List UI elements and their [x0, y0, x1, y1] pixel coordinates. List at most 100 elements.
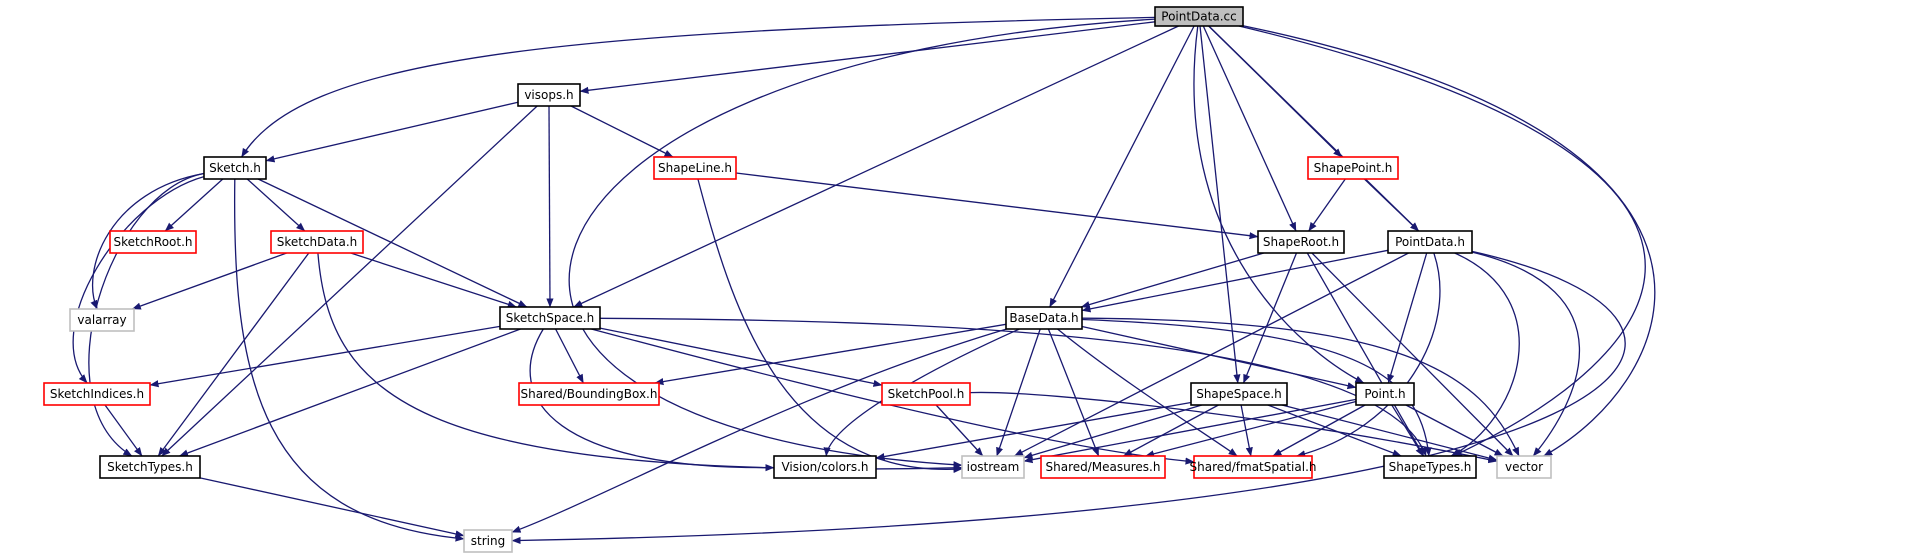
edge-sketch-h-to-sketchdata-h	[246, 178, 306, 232]
edge-sketchspace-h-to-sketchpool-h	[599, 327, 883, 387]
node-label: SketchData.h	[277, 235, 358, 249]
node-pointdata-cc[interactable]: PointData.cc	[1154, 6, 1244, 27]
edges	[72, 16, 1656, 545]
node-pointdata-h[interactable]: PointData.h	[1387, 230, 1473, 254]
node-box	[109, 230, 197, 254]
edge-shapeline-h-to-shaperoot-h	[735, 172, 1259, 240]
node-box	[463, 529, 513, 553]
node-box	[1257, 230, 1345, 254]
edge-shapespace-h-to-vector	[1281, 404, 1498, 462]
node-visops-h[interactable]: visops.h	[517, 83, 581, 107]
node-label: ShapeSpace.h	[1196, 387, 1282, 401]
edge-pointdata-cc-to-shapetypes-h	[1238, 25, 1646, 457]
edge-point-h-to-fmatspatial-h	[1272, 404, 1366, 457]
edge-pointdata-h-to-point-h	[1387, 252, 1428, 384]
node-label: valarray	[77, 313, 126, 327]
node-box	[1496, 455, 1552, 479]
node-sketchdata-h[interactable]: SketchData.h	[270, 230, 364, 254]
node-sketch-h[interactable]: Sketch.h	[203, 156, 267, 180]
edge-visops-h-to-shapeline-h	[570, 105, 674, 158]
node-shapespace-h[interactable]: ShapeSpace.h	[1190, 382, 1288, 406]
edge-pointdata-h-to-fmatspatial-h	[1296, 252, 1441, 458]
edge-shaperoot-h-to-vector	[1311, 252, 1514, 457]
edge-shaperoot-h-to-shapespace-h	[1242, 252, 1298, 384]
edge-point-h-to-vector	[1405, 404, 1504, 457]
node-fmatspatial-h[interactable]: Shared/fmatSpatial.h	[1190, 455, 1317, 479]
edge-pointdata-h-to-iostream	[1013, 252, 1409, 457]
node-label: SketchTypes.h	[107, 460, 193, 474]
node-label: SketchSpace.h	[506, 311, 594, 325]
node-colors-h[interactable]: Vision/colors.h	[773, 455, 877, 479]
edge-sketchpool-h-to-vector	[969, 391, 1498, 464]
edge-basedata-h-to-boundingbox-h	[654, 323, 1007, 386]
edge-point-h-to-shapetypes-h	[1391, 404, 1424, 457]
edge-basedata-h-to-string	[511, 328, 1007, 533]
edge-shaperoot-h-to-shapetypes-h	[1306, 252, 1425, 457]
edge-pointdata-cc-to-point-h	[1193, 25, 1365, 384]
edge-point-h-to-iostream	[1023, 398, 1357, 464]
node-box	[499, 306, 601, 330]
node-sketchpool-h[interactable]: SketchPool.h	[881, 382, 971, 406]
node-sketchindices-h[interactable]: SketchIndices.h	[43, 382, 151, 406]
node-box	[203, 156, 267, 180]
node-box	[1387, 230, 1473, 254]
edge-sketchspace-h-to-shapetypes-h	[599, 317, 1427, 457]
node-label: ShapeLine.h	[658, 161, 732, 175]
node-iostream: iostream	[961, 455, 1025, 479]
node-basedata-h[interactable]: BaseData.h	[1005, 306, 1083, 330]
node-measures-h[interactable]: Shared/Measures.h	[1040, 455, 1166, 479]
edge-sketch-h-to-sketchroot-h	[164, 178, 224, 232]
node-box	[270, 230, 364, 254]
node-point-h[interactable]: Point.h	[1355, 382, 1415, 406]
edge-basedata-h-to-shapetypes-h	[1081, 318, 1432, 457]
node-label: Shared/Measures.h	[1046, 460, 1161, 474]
node-box	[1383, 455, 1477, 479]
node-label: Shared/fmatSpatial.h	[1190, 460, 1317, 474]
node-box	[517, 83, 581, 107]
node-sketchroot-h[interactable]: SketchRoot.h	[109, 230, 197, 254]
node-shapeline-h[interactable]: ShapeLine.h	[653, 156, 737, 180]
node-label: Shared/BoundingBox.h	[521, 387, 658, 401]
edge-sketchindices-h-to-sketchtypes-h	[104, 404, 143, 457]
node-shapetypes-h[interactable]: ShapeTypes.h	[1383, 455, 1477, 479]
edge-visops-h-to-sketch-h	[265, 101, 519, 163]
edge-shapeline-h-to-iostream	[697, 178, 963, 474]
node-shapepoint-h[interactable]: ShapePoint.h	[1307, 156, 1399, 180]
edge-sketchspace-h-to-colors-h	[529, 328, 775, 472]
edge-sketchdata-h-to-sketchspace-h	[350, 252, 517, 308]
edge-pointdata-cc-to-basedata-h	[1049, 25, 1195, 308]
node-box	[961, 455, 1025, 479]
edge-pointdata-cc-to-shaperoot-h	[1202, 25, 1297, 232]
node-sketchspace-h[interactable]: SketchSpace.h	[499, 306, 601, 330]
node-box	[653, 156, 737, 180]
edge-sketch-h-to-sketchspace-h	[257, 178, 528, 308]
edge-sketch-h-to-string	[233, 178, 465, 542]
edge-sketch-h-to-sketchtypes-h	[88, 172, 205, 457]
node-box	[1190, 382, 1288, 406]
node-label: BaseData.h	[1009, 311, 1078, 325]
edge-shapespace-h-to-colors-h	[875, 401, 1192, 461]
edge-sketchtypes-h-to-string	[199, 477, 465, 538]
edge-shapepoint-h-to-shaperoot-h	[1308, 178, 1346, 232]
node-sketchtypes-h[interactable]: SketchTypes.h	[99, 455, 201, 479]
node-boundingbox-h[interactable]: Shared/BoundingBox.h	[518, 382, 660, 406]
node-label: PointData.h	[1395, 235, 1465, 249]
node-box	[773, 455, 877, 479]
edge-shapespace-h-to-measures-h	[1123, 404, 1219, 457]
edge-basedata-h-to-fmatspatial-h	[1057, 328, 1238, 457]
edge-pointdata-cc-to-visops-h	[579, 21, 1156, 94]
edge-pointdata-h-to-vector	[1471, 251, 1581, 457]
node-label: PointData.cc	[1161, 10, 1236, 24]
edge-point-h-to-measures-h	[1145, 400, 1357, 458]
edge-sketchdata-h-to-valarray	[131, 252, 287, 310]
node-shaperoot-h[interactable]: ShapeRoot.h	[1257, 230, 1345, 254]
edge-shapespace-h-to-iostream	[1023, 404, 1203, 459]
node-box	[1193, 455, 1313, 479]
edge-shapepoint-h-to-pointdata-h	[1363, 178, 1420, 232]
edge-basedata-h-to-point-h	[1081, 325, 1357, 390]
edge-pointdata-cc-to-sketchspace-h	[573, 25, 1179, 308]
edge-sketchspace-h-to-sketchindices-h	[149, 325, 501, 388]
node-box	[881, 382, 971, 406]
